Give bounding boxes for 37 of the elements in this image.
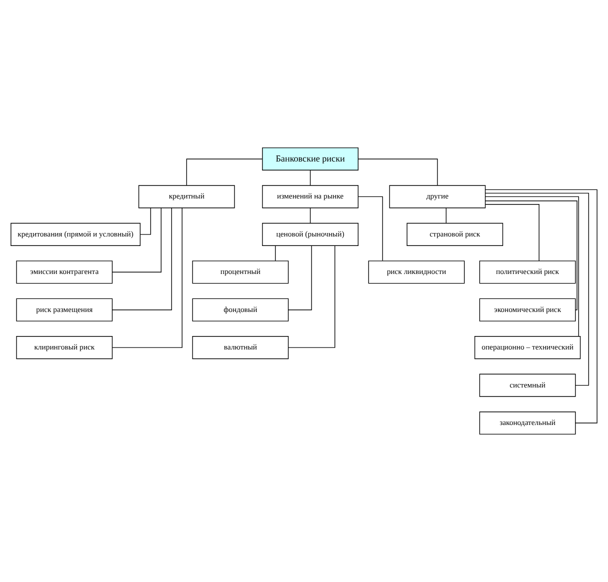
connector (446, 208, 447, 224)
node-box: изменений на рынке (262, 185, 358, 208)
connector (485, 196, 579, 337)
connector (112, 208, 182, 348)
node-box: эмиссии контрагента (16, 260, 113, 284)
node-box: риск ликвидности (368, 260, 465, 284)
node-box: Банковские риски (262, 147, 358, 170)
node-box: риск размещения (16, 298, 113, 322)
node-box: клиринговый риск (16, 336, 113, 360)
node-box: валютный (192, 336, 289, 360)
connector (140, 208, 152, 235)
connector (485, 204, 540, 262)
connector (358, 158, 438, 186)
connector (288, 245, 336, 348)
node-box: страновой риск (406, 222, 504, 246)
node-box: политический риск (479, 260, 576, 284)
connector (310, 170, 311, 186)
node-box: кредитования (прямой и условный) (10, 222, 141, 246)
connector (275, 245, 276, 262)
connector (358, 196, 383, 262)
node-box: ценовой (рыночный) (262, 222, 358, 246)
node-box: другие (389, 185, 486, 208)
connector (484, 189, 598, 424)
node-box: системный (479, 374, 576, 397)
connector (112, 208, 172, 310)
connector (112, 208, 162, 272)
node-box: законодательный (479, 412, 576, 435)
node-box: кредитный (138, 185, 235, 208)
node-box: операционно – технический (474, 336, 581, 360)
connector (310, 208, 311, 224)
node-box: экономический риск (479, 298, 576, 322)
connector (288, 246, 312, 310)
connector (484, 192, 590, 386)
node-box: процентный (192, 260, 289, 284)
connector (485, 200, 578, 310)
node-box: фондовый (192, 298, 289, 322)
connector (186, 158, 263, 186)
